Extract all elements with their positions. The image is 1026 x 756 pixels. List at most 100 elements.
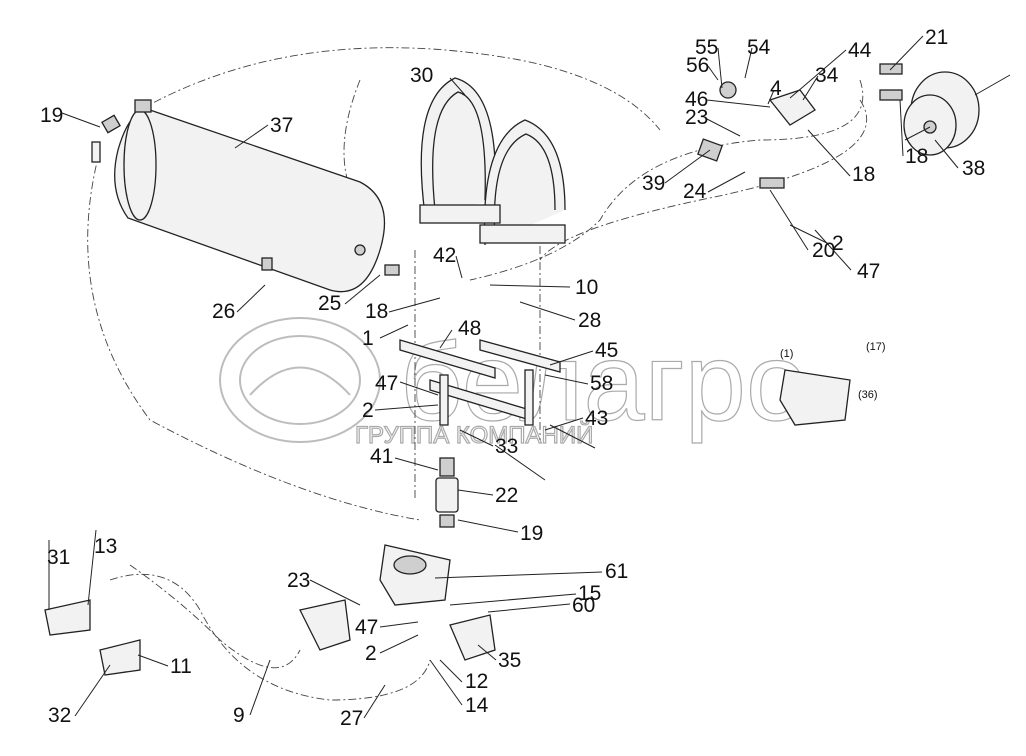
- leader-line: [789, 49, 847, 99]
- leader-line: [457, 519, 519, 533]
- callout-label: (17): [866, 341, 886, 353]
- leader-line: [814, 229, 852, 271]
- callout-label: 12: [465, 670, 488, 693]
- leader-line: [706, 99, 771, 108]
- leader-line: [459, 429, 494, 447]
- leader-line: [707, 65, 719, 81]
- callout-label: 22: [495, 484, 518, 507]
- leader-line: [487, 603, 571, 613]
- callout-label: 55: [695, 36, 718, 59]
- tank-straps: [419, 77, 566, 246]
- callout-label: 48: [458, 317, 481, 340]
- watermark-logo: белагро ГРУППА КОМПАНИЙ: [219, 317, 808, 450]
- leader-line: [455, 255, 463, 279]
- callout-label: 31: [47, 546, 70, 569]
- callout-label: 47: [857, 260, 880, 283]
- leader-line: [236, 284, 266, 313]
- callout-label: 19: [520, 522, 543, 545]
- leader-line: [477, 644, 497, 661]
- leader-line: [249, 659, 271, 716]
- callout-label: 14: [465, 694, 489, 717]
- callout-label: 35: [498, 649, 521, 672]
- callout-label: (36): [858, 389, 878, 401]
- callout-label: 1: [362, 327, 374, 350]
- leader-line: [87, 529, 97, 606]
- callout-label: 45: [595, 339, 618, 362]
- mounting-brackets: [399, 339, 596, 481]
- leader-line: [889, 35, 924, 71]
- leader-line: [807, 129, 851, 177]
- callout-label: 41: [370, 445, 393, 468]
- callout-label: 30: [410, 64, 433, 87]
- callout-label: 43: [585, 407, 608, 430]
- callout-label: 20: [812, 239, 835, 262]
- leader-line: [234, 124, 269, 149]
- callout-label: 37: [270, 114, 293, 137]
- callout-label: 27: [340, 707, 363, 730]
- callout-label: 39: [642, 172, 665, 195]
- leader-line: [439, 329, 453, 349]
- leader-line: [717, 47, 723, 89]
- callout-label: 34: [815, 64, 839, 87]
- callout-label: 28: [578, 309, 601, 332]
- callout-label: 56: [686, 54, 709, 77]
- leader-line: [399, 381, 439, 396]
- leader-line: [707, 171, 746, 193]
- callout-label: 4: [770, 77, 782, 100]
- watermark-brand: белагро: [400, 321, 807, 444]
- callout-label: 2: [832, 232, 844, 255]
- callout-label: 9: [233, 704, 245, 727]
- callout-label: 32: [48, 704, 71, 727]
- leader-line: [789, 224, 830, 245]
- callout-label: 21: [925, 26, 948, 49]
- leader-line: [309, 579, 361, 606]
- leader-line: [394, 457, 439, 471]
- leader-line: [489, 284, 571, 288]
- callout-label: 47: [375, 372, 398, 395]
- callout-label: 15: [578, 582, 601, 605]
- leader-line: [379, 621, 419, 628]
- callout-label: 2: [365, 642, 377, 665]
- callout-label: 24: [683, 180, 707, 203]
- leader-line: [379, 324, 409, 339]
- callout-label: 13: [94, 535, 117, 558]
- callout-label: 47: [355, 616, 378, 639]
- watermark-subtitle: ГРУППА КОМПАНИЙ: [355, 421, 593, 449]
- leader-line: [544, 374, 589, 385]
- leader-line: [767, 89, 775, 105]
- callout-label: (1): [780, 348, 793, 360]
- leader-line: [434, 571, 603, 579]
- leader-line: [429, 659, 463, 706]
- callout-label: 42: [433, 244, 456, 267]
- callout-label: 10: [575, 276, 598, 299]
- leader-line: [449, 593, 577, 606]
- brake-chamber: [903, 71, 1011, 156]
- callout-label: 54: [747, 36, 771, 59]
- callout-label: 60: [572, 594, 595, 617]
- callout-label: 38: [962, 157, 985, 180]
- air-receiver-tank: [91, 99, 400, 293]
- leader-line: [61, 112, 101, 128]
- callout-label: 33: [495, 435, 518, 458]
- leader-line: [379, 634, 419, 654]
- callout-label: 44: [848, 39, 872, 62]
- callout-label: 61: [605, 560, 628, 583]
- leader-line: [664, 149, 711, 184]
- leader-line: [549, 350, 594, 366]
- leader-line: [457, 489, 494, 496]
- callout-label: 18: [365, 300, 388, 323]
- callout-label: 26: [212, 300, 235, 323]
- callout-label: 25: [318, 292, 341, 315]
- leader-line: [388, 297, 441, 313]
- callout-label: 58: [590, 372, 613, 395]
- leader-line: [439, 659, 463, 683]
- leader-line: [374, 404, 439, 411]
- callout-label: 18: [852, 163, 875, 186]
- callout-label: 46: [685, 88, 708, 111]
- leader-line: [934, 139, 959, 169]
- leader-line: [744, 47, 753, 79]
- callout-label: 23: [685, 106, 708, 129]
- leader-line: [363, 684, 386, 719]
- callout-label: 23: [287, 569, 310, 592]
